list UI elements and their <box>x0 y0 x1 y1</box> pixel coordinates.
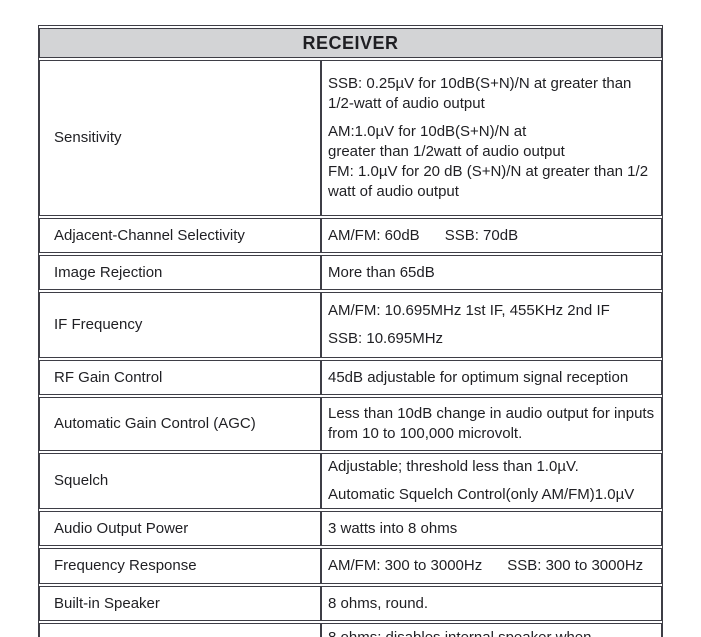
value-paragraph: 8 ohms; disables internal speaker when c… <box>328 628 655 637</box>
receiver-spec-table: RECEIVER Sensitivity SSB: 0.25µV for 10d… <box>38 25 663 637</box>
row-value: AM/FM: 10.695MHz 1st IF, 455KHz 2nd IF S… <box>321 292 662 358</box>
table-title: RECEIVER <box>39 28 662 58</box>
value-paragraph: AM/FM: 10.695MHz 1st IF, 455KHz 2nd IF <box>328 302 610 319</box>
row-value: 8 ohms; disables internal speaker when c… <box>321 623 662 637</box>
row-value: 3 watts into 8 ohms <box>321 511 662 546</box>
row-label: IF Frequency <box>39 292 321 358</box>
table-row-if-frequency: IF Frequency AM/FM: 10.695MHz 1st IF, 45… <box>39 292 662 358</box>
value-paragraph: 45dB adjustable for optimum signal recep… <box>328 368 629 386</box>
row-value: 45dB adjustable for optimum signal recep… <box>321 360 662 395</box>
value-paragraph: 8 ohms, round. <box>328 594 429 612</box>
table-row-adjacent-channel-selectivity: Adjacent-Channel Selectivity AM/FM: 60dB… <box>39 218 662 253</box>
value-paragraph: SSB: 0.25µV for 10dB(S+N)/N at greater t… <box>328 75 632 112</box>
row-value: AM/FM: 300 to 3000Hz SSB: 300 to 3000Hz <box>321 548 662 584</box>
table-row-audio-output-power: Audio Output Power 3 watts into 8 ohms <box>39 511 662 546</box>
value-paragraph: AM:1.0µV for 10dB(S+N)/N at greater than… <box>328 123 649 200</box>
table-row-built-in-speaker: Built-in Speaker 8 ohms, round. <box>39 586 662 621</box>
table-row-sensitivity: Sensitivity SSB: 0.25µV for 10dB(S+N)/N … <box>39 60 662 216</box>
value-paragraph: Automatic Squelch Control(only AM/FM)1.0… <box>328 486 635 503</box>
value-paragraph: AM/FM: 60dB SSB: 70dB <box>328 226 519 244</box>
row-label: Squelch <box>39 453 321 509</box>
value-paragraph: Adjustable; threshold less than 1.0µV. <box>328 458 579 475</box>
table-row-rf-gain-control: RF Gain Control 45dB adjustable for opti… <box>39 360 662 395</box>
row-label: Adjacent-Channel Selectivity <box>39 218 321 253</box>
row-label: RF Gain Control <box>39 360 321 395</box>
table-row-external-speaker: External Speaker(Not Supplied) 8 ohms; d… <box>39 623 662 637</box>
row-label: Sensitivity <box>39 60 321 216</box>
row-value: Less than 10dB change in audio output fo… <box>321 397 662 451</box>
table-header-row: RECEIVER <box>39 28 662 58</box>
value-paragraph: AM/FM: 300 to 3000Hz SSB: 300 to 3000Hz <box>328 557 644 574</box>
table-row-image-rejection: Image Rejection More than 65dB <box>39 255 662 290</box>
row-value: More than 65dB <box>321 255 662 290</box>
row-label: Automatic Gain Control (AGC) <box>39 397 321 451</box>
value-paragraph: 3 watts into 8 ohms <box>328 519 458 537</box>
row-value: AM/FM: 60dB SSB: 70dB <box>321 218 662 253</box>
row-value: 8 ohms, round. <box>321 586 662 621</box>
value-paragraph: More than 65dB <box>328 263 435 281</box>
row-label: Frequency Response <box>39 548 321 584</box>
table-row-automatic-gain-control: Automatic Gain Control (AGC) Less than 1… <box>39 397 662 451</box>
row-label: External Speaker(Not Supplied) <box>39 623 321 637</box>
row-label: Audio Output Power <box>39 511 321 546</box>
value-paragraph: Less than 10dB change in audio output fo… <box>328 405 655 442</box>
table-row-squelch: Squelch Adjustable; threshold less than … <box>39 453 662 509</box>
row-label: Image Rejection <box>39 255 321 290</box>
row-label: Built-in Speaker <box>39 586 321 621</box>
table-row-frequency-response: Frequency Response AM/FM: 300 to 3000Hz … <box>39 548 662 584</box>
row-value: Adjustable; threshold less than 1.0µV. A… <box>321 453 662 509</box>
value-paragraph: SSB: 10.695MHz <box>328 330 444 347</box>
row-value: SSB: 0.25µV for 10dB(S+N)/N at greater t… <box>321 60 662 216</box>
